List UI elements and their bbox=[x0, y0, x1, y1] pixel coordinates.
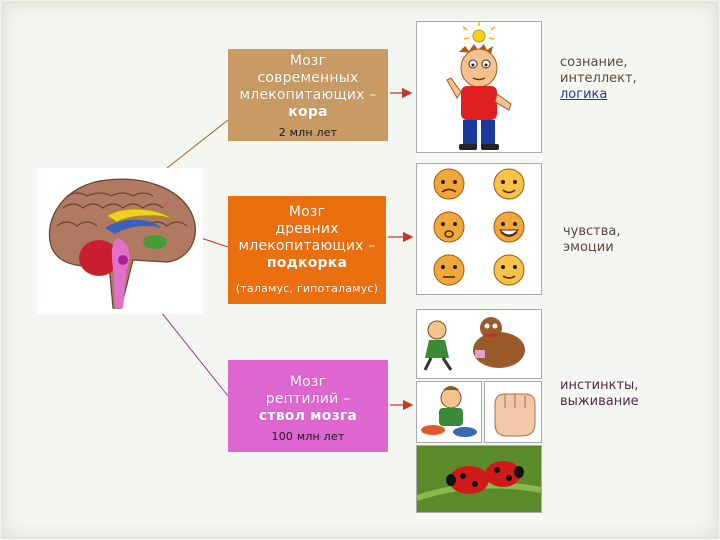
cortex-line-3: млекопитающих – bbox=[239, 87, 377, 103]
fleeing-animals-image bbox=[416, 309, 542, 379]
subcortex-function-2: эмоции bbox=[563, 240, 614, 255]
cortex-line-2: современных bbox=[257, 70, 359, 86]
brainstem-box: Мозг рептилий – ствол мозга 100 млн лет bbox=[228, 360, 388, 452]
subcortex-box: Мозг древних млекопитающих – подкорка (т… bbox=[228, 196, 386, 304]
brainstem-function-1: инстинкты, bbox=[560, 378, 639, 393]
subcortex-function-1: чувства, bbox=[563, 224, 621, 239]
emotion-faces-image bbox=[416, 163, 542, 295]
cortex-line-1: Мозг bbox=[289, 53, 327, 69]
subcortex-line-2: древних bbox=[275, 221, 339, 237]
ladybugs-image bbox=[416, 445, 542, 513]
cortex-functions: сознание, интеллект, логика bbox=[560, 55, 637, 103]
cortex-title: кора bbox=[288, 104, 328, 120]
cortex-function-1: сознание, bbox=[560, 55, 628, 70]
subcortex-note: (таламус, гипоталамус) bbox=[235, 282, 379, 295]
brain-image bbox=[37, 168, 203, 314]
brainstem-line-1: Мозг bbox=[289, 374, 327, 390]
cortex-box: Мозг современных млекопитающих – кора 2 … bbox=[228, 49, 388, 141]
brainstem-title: ствол мозга bbox=[258, 408, 358, 424]
subcortex-functions: чувства, эмоции bbox=[563, 224, 621, 256]
cortex-function-2: интеллект, bbox=[560, 71, 637, 86]
subcortex-title: подкорка bbox=[266, 255, 348, 271]
brainstem-function-2: выживание bbox=[560, 394, 639, 409]
subcortex-line-3: млекопитающих – bbox=[238, 238, 376, 254]
cortex-age: 2 млн лет bbox=[278, 126, 338, 139]
brainstem-age: 100 млн лет bbox=[271, 430, 345, 443]
brainstem-functions: инстинкты, выживание bbox=[560, 378, 639, 410]
cortex-function-3: логика bbox=[560, 87, 608, 102]
thinker-image bbox=[416, 21, 542, 153]
subcortex-line-1: Мозг bbox=[288, 204, 326, 220]
fist-image bbox=[484, 381, 542, 443]
brainstem-line-2: рептилий – bbox=[265, 391, 351, 407]
eating-man-image bbox=[416, 381, 482, 443]
